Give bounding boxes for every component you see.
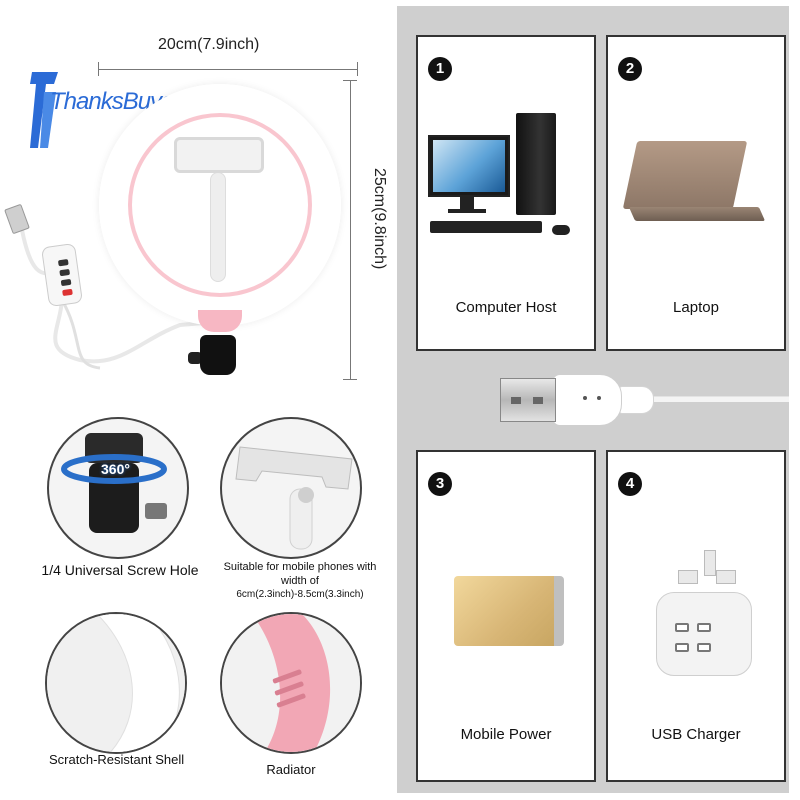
usb-cable-line — [650, 396, 789, 402]
power-bank-icon — [454, 576, 564, 646]
usb-a-plug-icon — [500, 378, 556, 422]
card-usb-charger: 4 USB Charger — [606, 450, 786, 782]
feature-caption-screw-hole: 1/4 Universal Screw Hole — [41, 562, 199, 578]
card-computer-host: 1 Computer Host — [416, 35, 596, 351]
card-label: Mobile Power — [460, 726, 552, 743]
number-badge: 2 — [618, 57, 642, 81]
width-inch: (7.9inch) — [197, 36, 260, 53]
detail-phone-clamp — [220, 417, 362, 559]
card-label: Computer Host — [455, 299, 557, 316]
brand-mark-icon — [30, 72, 58, 148]
number-badge: 1 — [428, 57, 452, 81]
ball-head-mount-icon — [200, 335, 236, 375]
feature-caption-radiator: Radiator — [266, 762, 316, 777]
ball-head-knob-icon — [188, 352, 202, 364]
card-label: USB Charger — [651, 726, 741, 743]
phone-clamp-icon — [174, 137, 264, 173]
usb-connector-body — [552, 374, 622, 426]
phone-width-text: Suitable for mobile phones with width of — [223, 561, 377, 587]
detail-shell — [45, 612, 187, 754]
width-dimension-label: 20cm(7.9inch) — [158, 36, 259, 54]
ball-head-detail-icon — [61, 433, 167, 533]
card-laptop: 2 Laptop — [606, 35, 786, 351]
phone-holder-detail-icon — [235, 446, 353, 550]
height-dimension-label: 25cm(9.8inch) — [371, 168, 388, 270]
usb-connector-neck — [618, 386, 654, 414]
detail-radiator — [220, 612, 362, 754]
card-label: Laptop — [673, 299, 719, 316]
phone-width-range: 6cm(2.3inch)-8.5cm(3.3inch) — [236, 589, 364, 600]
card-mobile-power: 3 Mobile Power — [416, 450, 596, 782]
ring-base — [198, 310, 242, 332]
height-dimension-line — [343, 80, 357, 380]
detail-screw-hole: 360° — [47, 417, 189, 559]
width-cm: 20cm — [158, 36, 198, 53]
number-badge: 4 — [618, 472, 642, 496]
gooseneck-arm — [210, 172, 226, 282]
rotation-badge: 360° — [101, 461, 130, 477]
width-dimension-line — [98, 62, 358, 76]
shell-detail-icon — [47, 614, 185, 752]
feature-caption-phone-width: Suitable for mobile phones with width of… — [215, 560, 385, 602]
number-badge: 3 — [428, 472, 452, 496]
radiator-detail-icon — [222, 614, 360, 752]
feature-caption-shell: Scratch-Resistant Shell — [49, 752, 185, 767]
